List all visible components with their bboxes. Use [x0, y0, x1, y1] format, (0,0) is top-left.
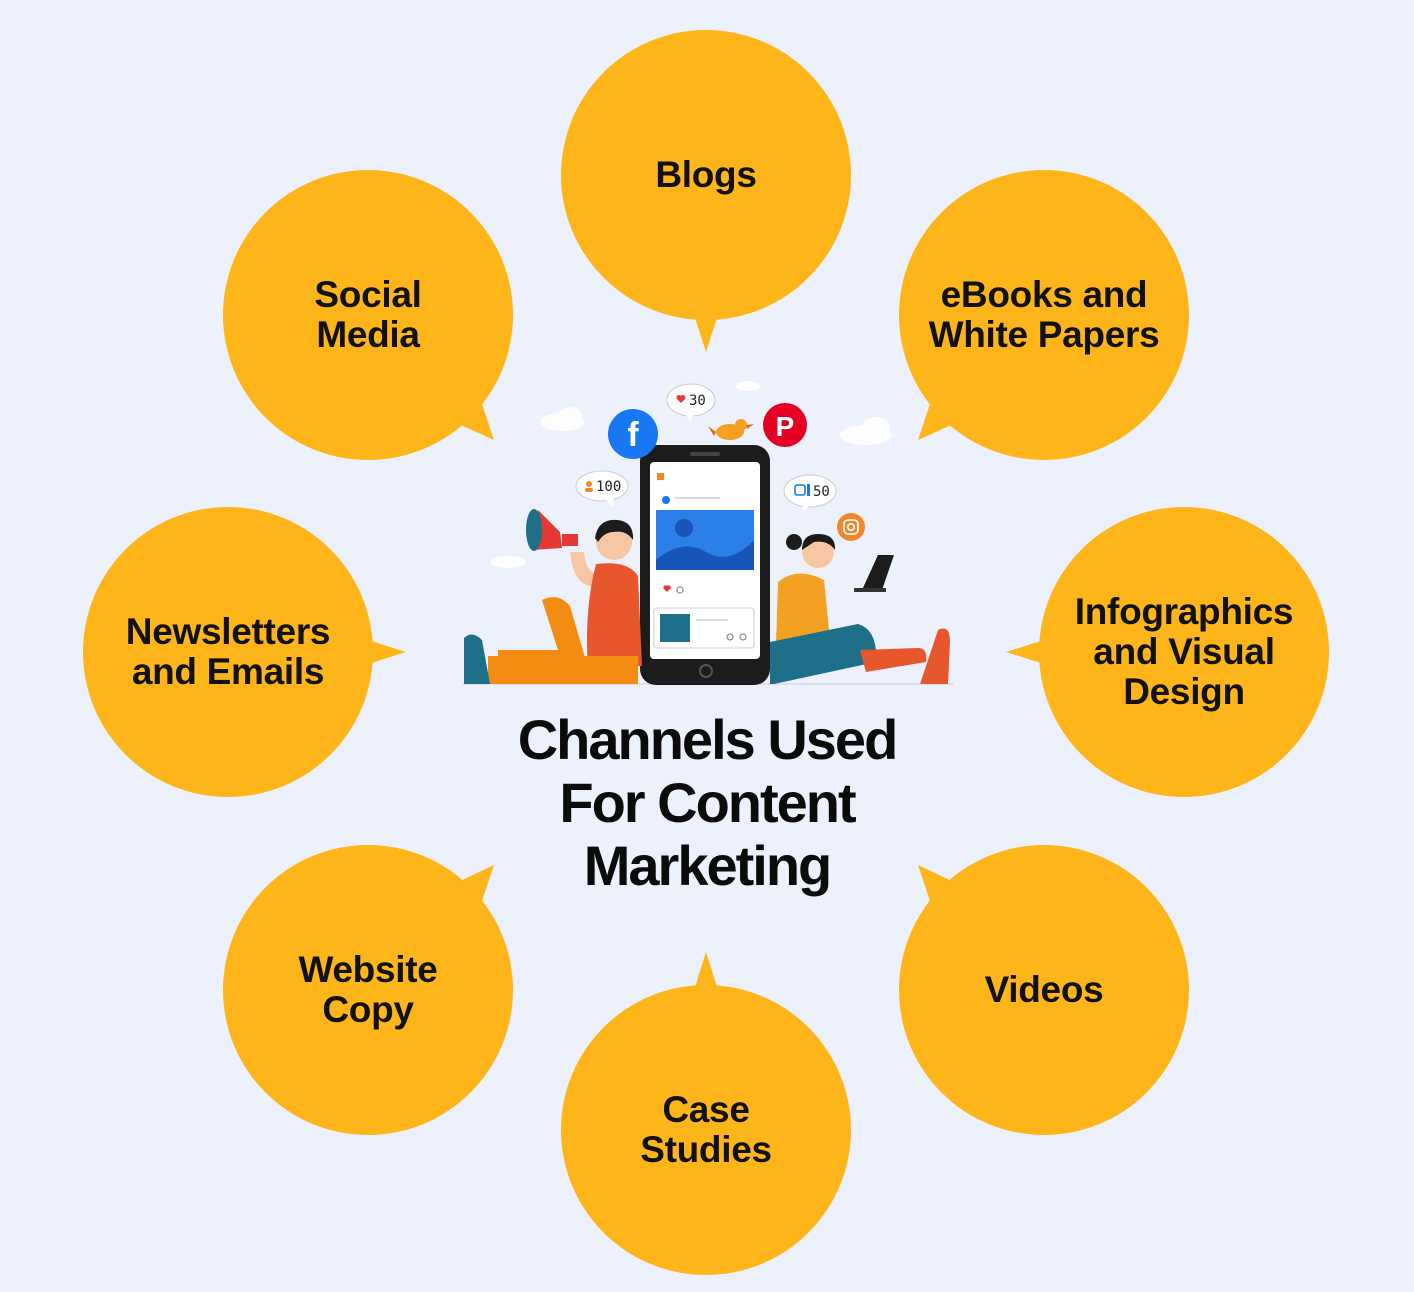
- likes-badge: 30: [666, 383, 716, 422]
- channel-label-line: Blogs: [655, 154, 757, 195]
- channel-label-line: and Emails: [131, 651, 325, 692]
- channel-label-line: Website: [298, 949, 438, 990]
- channel-label-line: Newsletters: [125, 611, 331, 652]
- page-title: Channels Used For Content Marketing: [440, 708, 974, 897]
- woman-with-laptop: [770, 534, 950, 684]
- followers-badge: 100: [575, 470, 629, 508]
- channel-label-line: Design: [1123, 671, 1245, 712]
- bubble-videos: [899, 845, 1189, 1135]
- svg-text:P: P: [776, 411, 795, 442]
- channel-label-line: Infographics: [1074, 591, 1294, 632]
- facebook-icon: f: [608, 409, 658, 459]
- cloud-icon: [490, 381, 892, 568]
- channel-label-line: and Visual: [1093, 631, 1275, 672]
- channel-label-videos: Videos: [924, 950, 1164, 1030]
- bird-icon: [708, 419, 754, 440]
- bubble-blogs: [561, 30, 851, 352]
- title-line: For Content: [559, 771, 856, 834]
- channel-label-newsletters: Newsletters and Emails: [98, 612, 358, 692]
- channel-label-social-media: Social Media: [248, 275, 488, 355]
- bubble-ebooks: [899, 170, 1189, 460]
- channel-label-case-studies: Case Studies: [586, 1090, 826, 1170]
- channel-label-ebooks: eBooks and White Papers: [909, 275, 1179, 355]
- channel-label-line: Media: [316, 314, 420, 355]
- channel-label-line: Studies: [640, 1129, 772, 1170]
- thumbs-count: 50: [813, 484, 830, 500]
- svg-text:f: f: [627, 416, 639, 454]
- channel-label-line: Social: [314, 274, 422, 315]
- channel-label-line: eBooks and: [940, 274, 1148, 315]
- channel-label-line: White Papers: [928, 314, 1160, 355]
- bubble-infographics: [1006, 507, 1329, 797]
- laptop-icon: [854, 555, 894, 592]
- channel-label-website-copy: Website Copy: [248, 950, 488, 1030]
- pinterest-icon: P: [763, 403, 807, 447]
- channel-label-line: Videos: [984, 969, 1104, 1010]
- likes-count: 30: [689, 393, 706, 409]
- channel-label-line: Copy: [322, 989, 414, 1030]
- followers-count: 100: [596, 479, 621, 495]
- smartphone: [640, 445, 770, 685]
- channel-label-blogs: Blogs: [586, 135, 826, 215]
- channel-label-infographics: Infographics and Visual Design: [1054, 592, 1314, 712]
- bubble-case-studies: [561, 952, 851, 1275]
- bubble-website-copy: [223, 845, 513, 1135]
- instagram-icon: [837, 513, 865, 541]
- title-line: Marketing: [583, 834, 833, 897]
- bubble-social-media: [223, 170, 513, 460]
- thumbs-badge: 50: [783, 474, 837, 512]
- bubble-newsletters: [83, 507, 406, 797]
- man-with-megaphone: [464, 509, 642, 684]
- channel-label-line: Case: [662, 1089, 750, 1130]
- megaphone-icon: [526, 509, 578, 551]
- title-line: Channels Used: [517, 708, 899, 771]
- marketing-illustration: f P 30 100: [463, 381, 953, 685]
